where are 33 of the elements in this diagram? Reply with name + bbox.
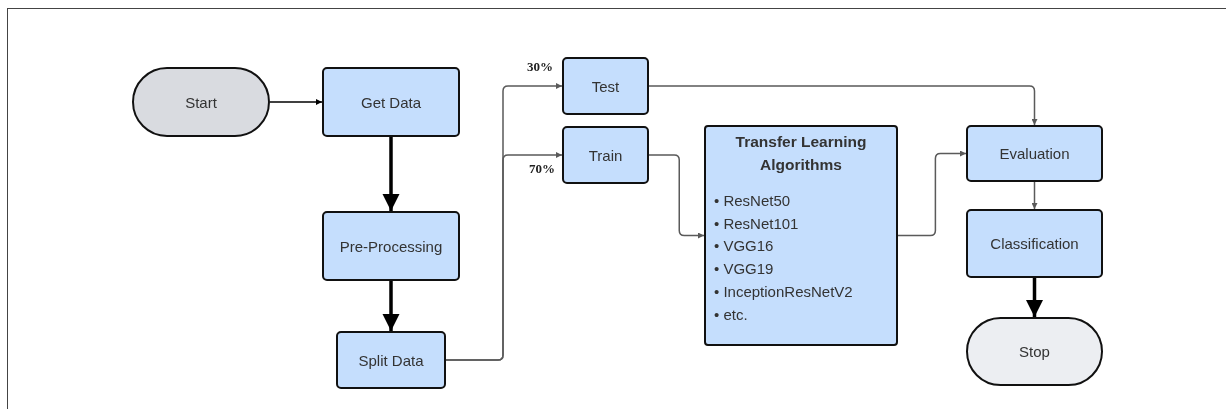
process-box <box>562 126 649 184</box>
process-box <box>704 125 898 346</box>
list-item: • VGG19 <box>714 259 775 280</box>
arrow <box>897 150 967 237</box>
box-label: Test <box>591 77 620 95</box>
process-box <box>966 125 1103 182</box>
box-label: Start <box>185 93 217 111</box>
arrow <box>382 137 400 211</box>
list-item: • ResNet50 <box>714 191 792 211</box>
arrow <box>648 85 1038 126</box>
arrow <box>382 281 400 331</box>
arrow <box>269 99 323 105</box>
box-label: Split Data <box>358 351 424 369</box>
process-box <box>966 209 1103 278</box>
box-label: Get Data <box>361 93 421 111</box>
box-label: Train <box>588 146 623 164</box>
process-box <box>322 211 460 281</box>
list-item: • ResNet101 <box>714 213 800 234</box>
box-label: Stop <box>1019 343 1050 360</box>
arrow <box>1025 278 1044 317</box>
arrow <box>648 154 705 239</box>
box-label: Pre-Processing <box>339 237 443 255</box>
list-item: • InceptionResNetV2 <box>714 281 854 302</box>
box-label: Evaluation <box>999 145 1070 162</box>
list-item: • VGG16 <box>714 236 775 257</box>
box-heading: Transfer Learning Algorithms <box>734 132 868 175</box>
process-box <box>336 331 446 389</box>
box-label: Classification <box>990 235 1079 252</box>
list-item: • etc. <box>714 304 749 325</box>
arrow <box>445 152 563 361</box>
process-box <box>322 67 460 137</box>
process-box <box>562 57 649 115</box>
arrow <box>1031 181 1038 210</box>
